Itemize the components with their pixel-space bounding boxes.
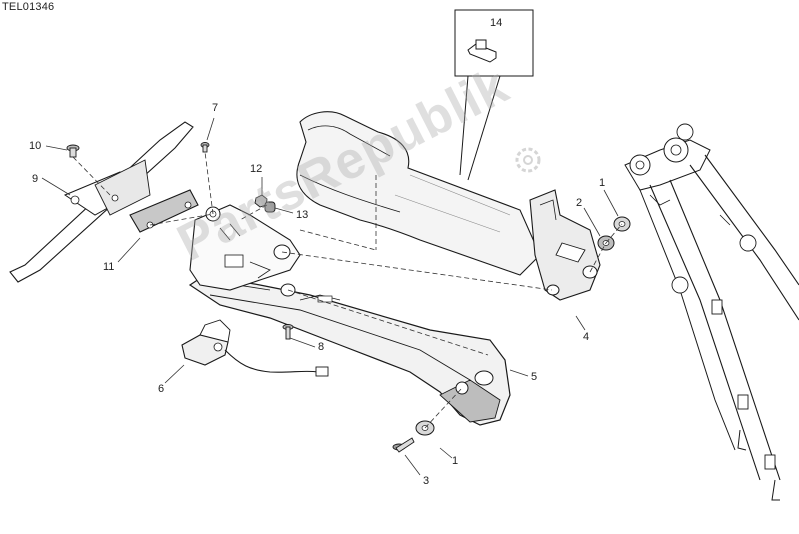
plate-holder-frame-5 — [188, 274, 511, 426]
callout-5: 5 — [531, 371, 538, 383]
callout-1-bottom: 1 — [452, 455, 459, 467]
plate-light-6 — [181, 319, 329, 377]
callout-11: 11 — [103, 261, 115, 273]
callout-10: 10 — [29, 140, 42, 152]
leader-lines — [41, 117, 619, 476]
callout-6: 6 — [158, 383, 165, 395]
drawing-code: TEL01346 — [2, 1, 55, 13]
screw-3 — [392, 437, 415, 453]
screw-7 — [200, 142, 210, 153]
clip-part-14 — [467, 39, 497, 63]
inset-detail-box — [454, 9, 534, 181]
gear-icon — [515, 147, 541, 173]
callout-8: 8 — [318, 341, 325, 353]
callout-3: 3 — [423, 475, 430, 487]
undertray-panel — [296, 111, 541, 276]
washer-1-top — [613, 216, 631, 232]
callout-1-top: 1 — [599, 177, 606, 189]
spacer-13 — [264, 201, 276, 213]
plate-holder-arm-9 — [9, 121, 194, 283]
callout-7: 7 — [212, 102, 219, 114]
screw-10 — [66, 144, 80, 158]
reflector-11 — [129, 189, 199, 233]
assembly-lines — [72, 151, 623, 429]
callout-13: 13 — [296, 209, 309, 221]
callout-2: 2 — [576, 197, 583, 209]
callout-14: 14 — [490, 17, 503, 29]
screw-8 — [282, 324, 294, 340]
support-bracket-4 — [529, 189, 601, 301]
callout-12: 12 — [250, 163, 263, 175]
callout-4: 4 — [583, 331, 590, 343]
callout-9: 9 — [32, 173, 39, 185]
rear-subframe — [624, 123, 799, 501]
